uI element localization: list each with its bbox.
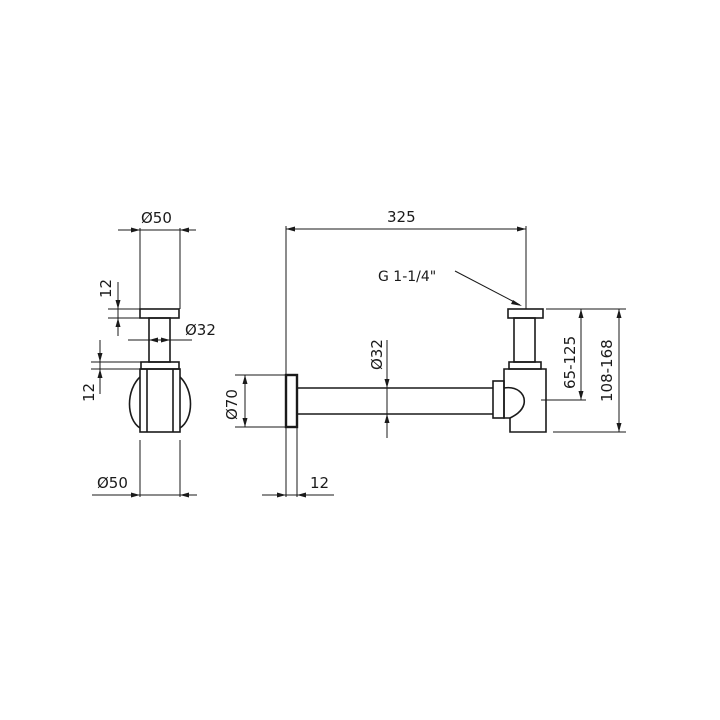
dim-nut-height: 12 (80, 383, 98, 402)
trap-outlet-curve (503, 386, 526, 419)
dim-inlet-height: 65-125 (561, 336, 579, 389)
dim-top-width: Ø50 (141, 209, 172, 227)
thread-label: G 1-1/4" (378, 269, 436, 285)
dim-tube-diameter-front: Ø32 (368, 339, 386, 370)
side-nut (140, 361, 180, 370)
dim-flange-thickness: 12 (310, 474, 329, 492)
front-view: 325 G 1-1/4" Ø32 Ø70 12 65-125 (223, 208, 626, 498)
side-view: Ø50 Ø50 12 12 Ø32 (80, 209, 216, 498)
trap-body (503, 368, 547, 433)
dim-bottom-width: Ø50 (97, 474, 128, 492)
side-outlet-arc (128, 376, 141, 429)
dim-tube-diameter-side: Ø32 (185, 321, 216, 339)
dim-total-height: 108-168 (598, 339, 616, 402)
dim-cap-height: 12 (97, 279, 115, 298)
trap-nut (508, 361, 542, 370)
side-cap (139, 308, 180, 319)
dim-overall-length: 325 (387, 208, 416, 226)
trap-cap (507, 308, 544, 319)
pipe-nut (492, 380, 505, 419)
side-body (139, 368, 181, 433)
wall-flange (284, 373, 299, 429)
trap-tube (513, 317, 536, 363)
side-outlet-arc-right (179, 376, 192, 429)
dim-flange-diameter: Ø70 (223, 389, 241, 420)
